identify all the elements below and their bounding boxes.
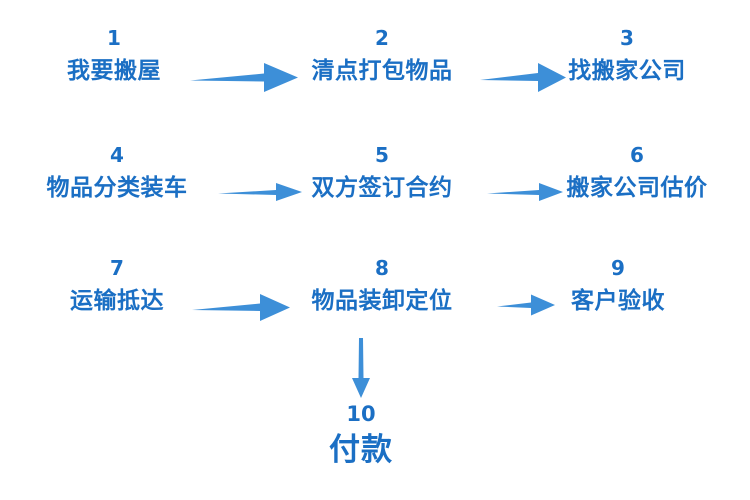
step-label-8: 物品装卸定位	[311, 288, 453, 314]
step-number-8: 8	[375, 256, 389, 280]
step-number-4: 4	[110, 143, 124, 167]
arrow-5-to-6-icon	[487, 183, 563, 201]
step-label-7: 运输抵达	[70, 288, 164, 314]
step-label-6: 搬家公司估价	[566, 175, 708, 201]
step-label-2: 清点打包物品	[311, 58, 453, 84]
step-node-2[interactable]: 2 清点打包物品	[312, 28, 453, 83]
step-number-10: 10	[346, 402, 376, 426]
arrow-2-to-3-icon	[480, 63, 566, 92]
arrow-8-to-9-icon	[497, 294, 555, 316]
step-label-3: 找搬家公司	[568, 58, 686, 84]
step-number-5: 5	[375, 143, 389, 167]
arrow-8-to-10-icon	[352, 338, 370, 398]
step-node-7[interactable]: 7 运输抵达	[70, 258, 164, 313]
step-node-9[interactable]: 9 客户验收	[571, 258, 665, 313]
step-node-5[interactable]: 5 双方签订合约	[312, 145, 453, 200]
step-number-9: 9	[611, 256, 625, 280]
step-number-6: 6	[630, 143, 644, 167]
step-number-7: 7	[110, 256, 124, 280]
step-node-10[interactable]: 10 付款	[329, 404, 393, 466]
arrow-1-to-2-icon	[190, 63, 298, 92]
step-label-4: 物品分类装车	[46, 175, 188, 201]
step-node-1[interactable]: 1 我要搬屋	[67, 28, 161, 83]
step-number-1: 1	[107, 26, 121, 50]
step-label-5: 双方签订合约	[311, 175, 453, 201]
step-label-10: 付款	[329, 432, 393, 468]
step-label-1: 我要搬屋	[67, 58, 161, 84]
step-node-8[interactable]: 8 物品装卸定位	[312, 258, 453, 313]
step-node-6[interactable]: 6 搬家公司估价	[567, 145, 708, 200]
arrow-4-to-5-icon	[218, 183, 302, 201]
step-node-3[interactable]: 3 找搬家公司	[568, 28, 686, 83]
step-node-4[interactable]: 4 物品分类装车	[47, 145, 188, 200]
arrow-7-to-8-icon	[192, 294, 290, 321]
step-label-9: 客户验收	[571, 288, 665, 314]
step-number-3: 3	[620, 26, 634, 50]
step-number-2: 2	[375, 26, 389, 50]
